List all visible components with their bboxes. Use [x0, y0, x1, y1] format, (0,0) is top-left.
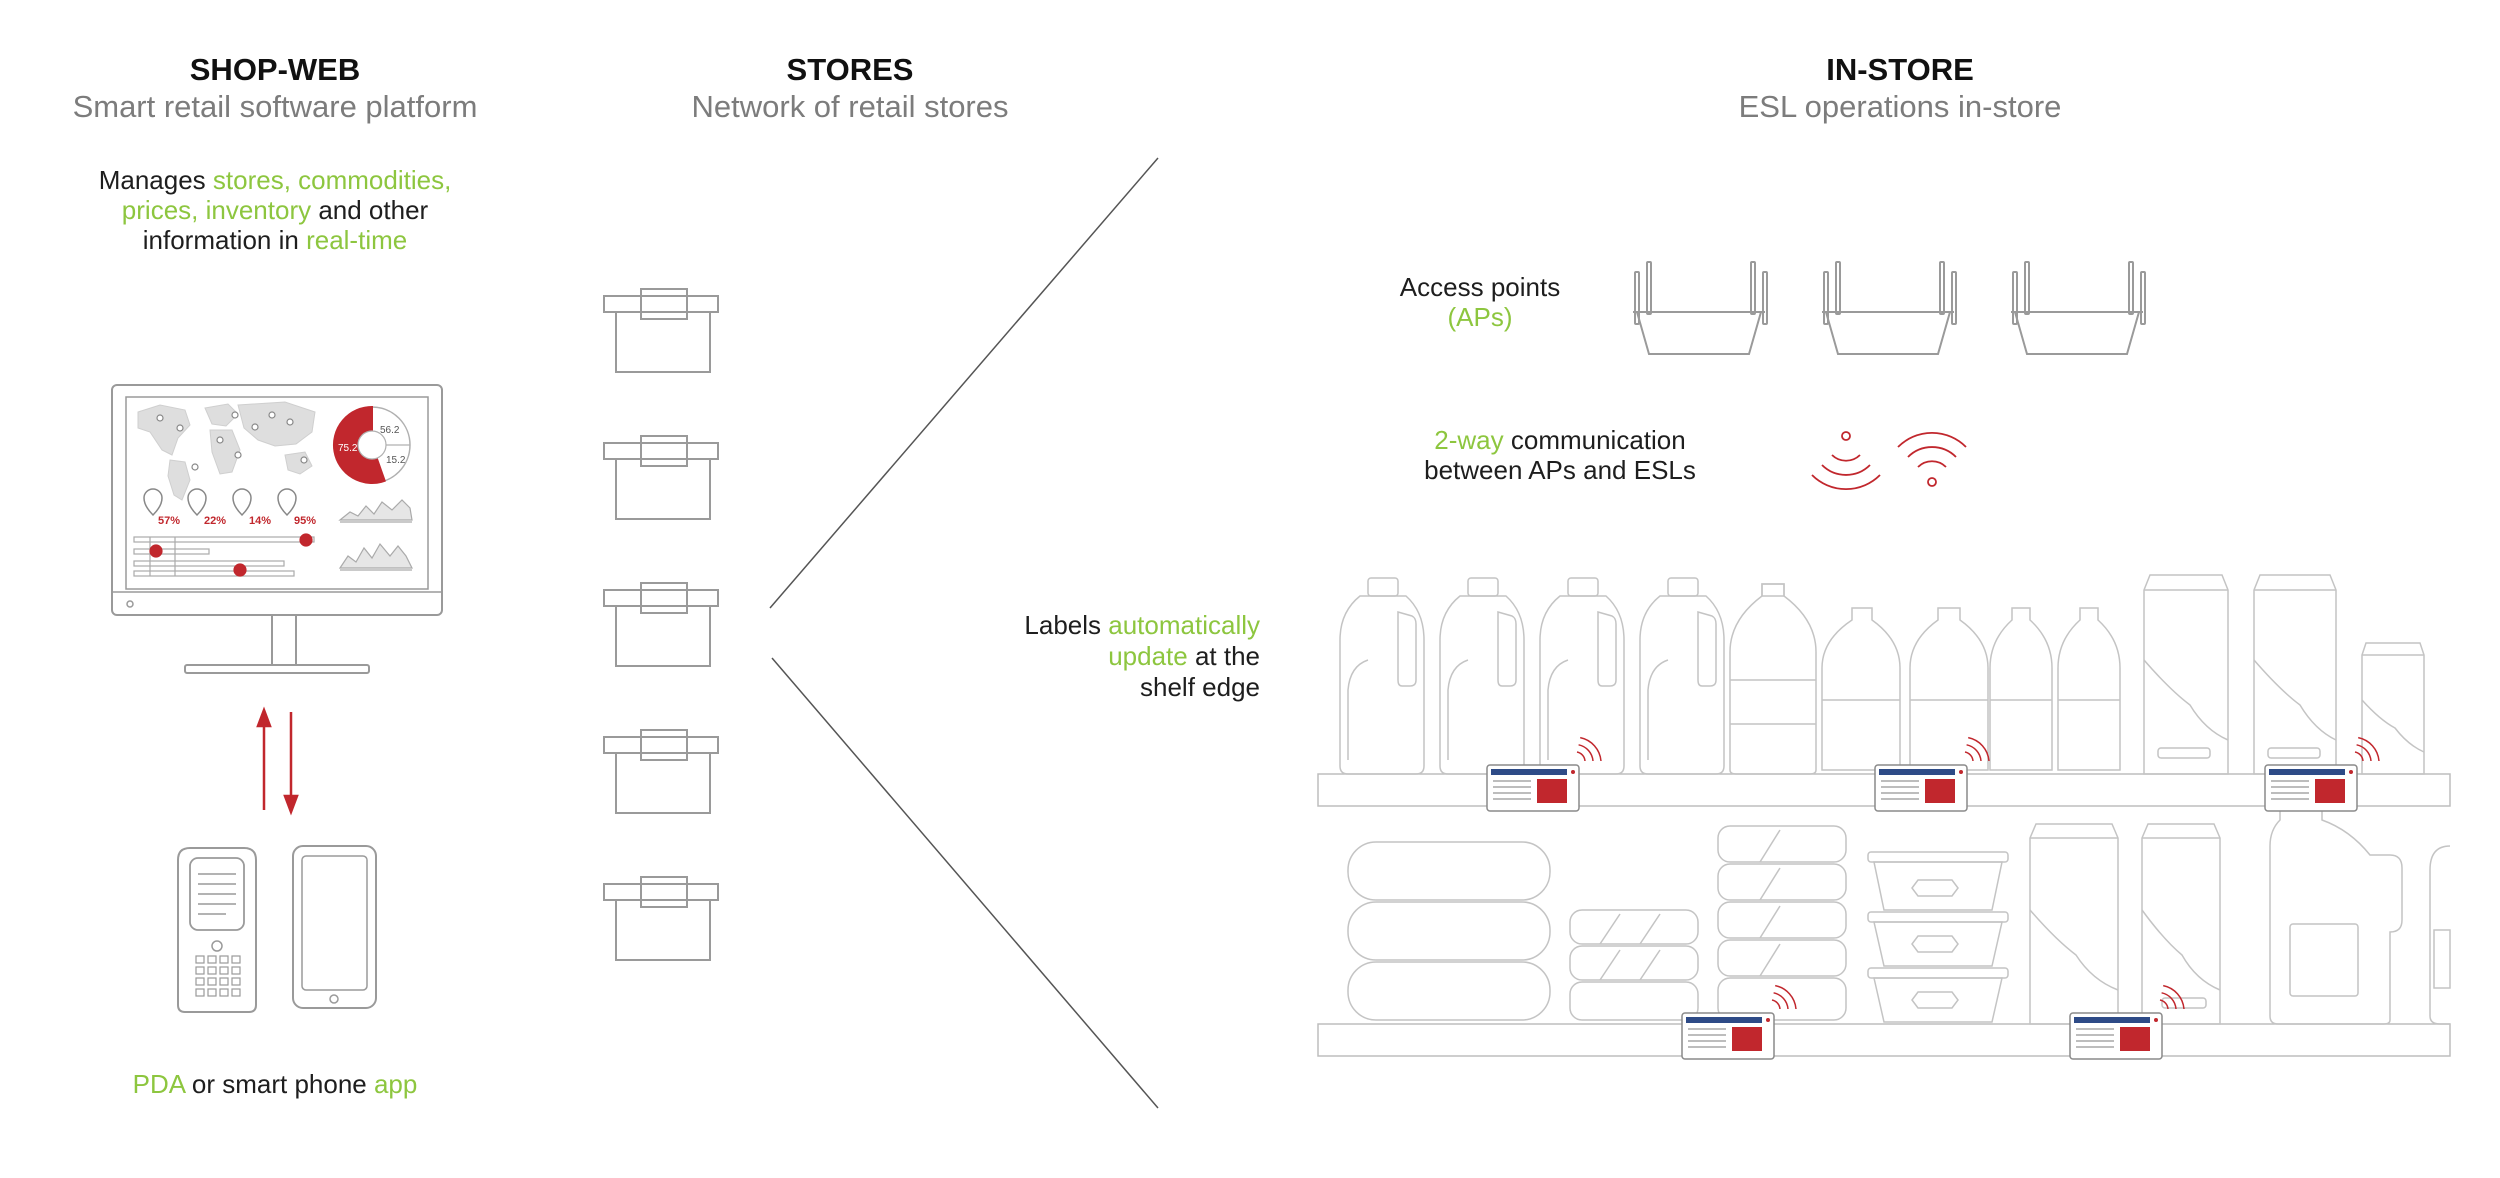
labels-line2-b: at the [1187, 641, 1260, 671]
pda-text-c: app [373, 1069, 418, 1099]
header-shopweb-subtitle: Smart retail software platform [72, 89, 478, 124]
manages-line1-a: Manages [98, 165, 213, 195]
twoway-text: 2-way communication between APs and ESLs [1400, 425, 1720, 485]
dashboard-labels: 56.2 75.2 15.2 57% 22% 14% 95% [158, 425, 406, 527]
world-map-icon [137, 401, 316, 501]
header-instore-title: IN-STORE [1826, 52, 1974, 87]
bottom-shelf-products [1347, 804, 2451, 1025]
pda-icon [177, 847, 257, 1013]
percent-4: 95% [294, 515, 316, 527]
wifi-signal-icons [1811, 431, 1967, 491]
esl-label-icon [1874, 736, 1990, 812]
header-instore-subtitle: ESL operations in-store [1738, 89, 2062, 124]
donut-value-2: 75.2 [338, 443, 358, 454]
esl-label-icon [2264, 736, 2380, 812]
map-pins [156, 411, 308, 471]
donut-value-1: 56.2 [380, 425, 400, 436]
twoway-line2: between APs and ESLs [1424, 455, 1696, 485]
jug-icon [1339, 577, 1425, 775]
donut-value-3: 15.2 [386, 455, 406, 466]
percent-3: 14% [249, 515, 271, 527]
stores-list [603, 288, 719, 961]
pda-text-a: PDA [132, 1069, 185, 1099]
access-points-line2: (APs) [1447, 302, 1513, 332]
jug-icon [1439, 577, 1525, 775]
header-stores: STORES Network of retail stores [650, 52, 1050, 126]
smartphone-icon [292, 845, 377, 1009]
esl-label-icon [2069, 984, 2185, 1060]
esl-labels [1486, 736, 2380, 1060]
manages-line2-a: prices, inventory [121, 195, 312, 225]
monitor-icon [111, 384, 443, 674]
store-icon [603, 288, 719, 373]
labels-text: Labels automatically update at the shelf… [960, 610, 1260, 703]
percent-2: 22% [204, 515, 226, 527]
top-shelf-products [1339, 574, 2425, 775]
store-icon [603, 435, 719, 520]
esl-label-icon [1486, 736, 1602, 812]
labels-line1-a: Labels [1024, 610, 1109, 640]
twoway-line1-b: communication [1503, 425, 1686, 455]
access-point-icon [1822, 261, 1957, 355]
manages-line1-b: stores, commodities, [212, 165, 452, 195]
jug-icon [1539, 577, 1625, 775]
store-icon [603, 729, 719, 814]
access-point-icon [2011, 261, 2146, 355]
header-instore: IN-STORE ESL operations in-store [1700, 52, 2100, 126]
manages-line3-a: information in [142, 225, 307, 255]
sparkline-charts [338, 499, 413, 571]
header-stores-subtitle: Network of retail stores [691, 89, 1009, 124]
labels-line2-a: update [1108, 641, 1188, 671]
jug-icon [1639, 577, 1725, 775]
access-point-icon [1633, 261, 1768, 355]
fan-lines [769, 157, 1159, 1109]
access-points-line1: Access points [1399, 272, 1561, 302]
labels-line3: shelf edge [1140, 672, 1260, 702]
pda-text: PDA or smart phone app [60, 1069, 490, 1099]
manages-text: Manages stores, commodities, prices, inv… [60, 165, 490, 255]
header-stores-title: STORES [786, 52, 914, 87]
twoway-line1-a: 2-way [1434, 425, 1504, 455]
access-points-text: Access points (APs) [1380, 272, 1580, 332]
manages-line2-b: and other [311, 195, 429, 225]
progress-bars [133, 533, 315, 577]
labels-line1-b: automatically [1108, 610, 1260, 640]
manages-line3-b: real-time [306, 225, 408, 255]
pda-text-b: or smart phone [184, 1069, 374, 1099]
header-shopweb: SHOP-WEB Smart retail software platform [60, 52, 490, 126]
sync-arrows-icon [256, 706, 299, 816]
donut-chart-icon [332, 405, 411, 484]
access-points-icons [1633, 261, 2146, 355]
percent-1: 57% [158, 515, 180, 527]
pda-keypad [195, 955, 241, 997]
location-badges [143, 488, 297, 517]
esl-label-icon [1681, 984, 1797, 1060]
header-shopweb-title: SHOP-WEB [189, 52, 361, 87]
store-icon [603, 582, 719, 667]
store-icon [603, 876, 719, 961]
